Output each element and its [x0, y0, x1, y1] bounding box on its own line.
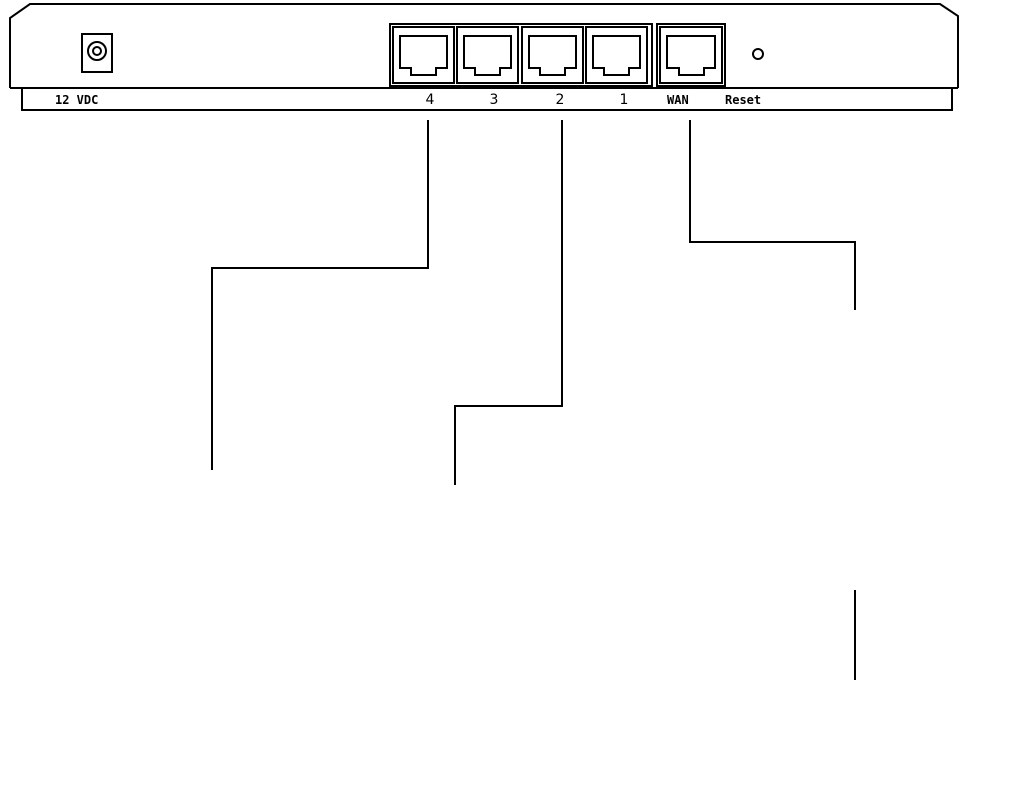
router-label-strip: [21, 87, 953, 111]
lan-port-label-1: 1: [620, 92, 629, 108]
router-body-outline: [9, 3, 959, 88]
lan-port-label-4: 4: [426, 92, 435, 108]
cable-port2-to-pc: [454, 120, 563, 485]
wan-label: WAN: [667, 93, 689, 107]
lan-port-2-icon: [521, 26, 584, 84]
router-back-panel: 12 VDC 4 3 2 1 WAN Reset: [9, 3, 959, 111]
reset-label: Reset: [725, 93, 761, 107]
wan-port-icon: [656, 23, 726, 87]
power-label: 12 VDC: [55, 93, 98, 107]
lan-port-block: [389, 23, 653, 87]
lan-port-label-2: 2: [556, 92, 565, 108]
reset-button-icon: [752, 48, 764, 60]
cable-port4-to-server: [211, 120, 429, 470]
lan-port-3-icon: [456, 26, 519, 84]
lan-port-4-icon: [392, 26, 455, 84]
lan-port-housing: [389, 23, 653, 87]
lan-port-label-3: 3: [490, 92, 499, 108]
lan-port-1-icon: [585, 26, 648, 84]
cable-wan-to-modem: [689, 120, 856, 310]
power-jack-icon: [81, 33, 113, 73]
